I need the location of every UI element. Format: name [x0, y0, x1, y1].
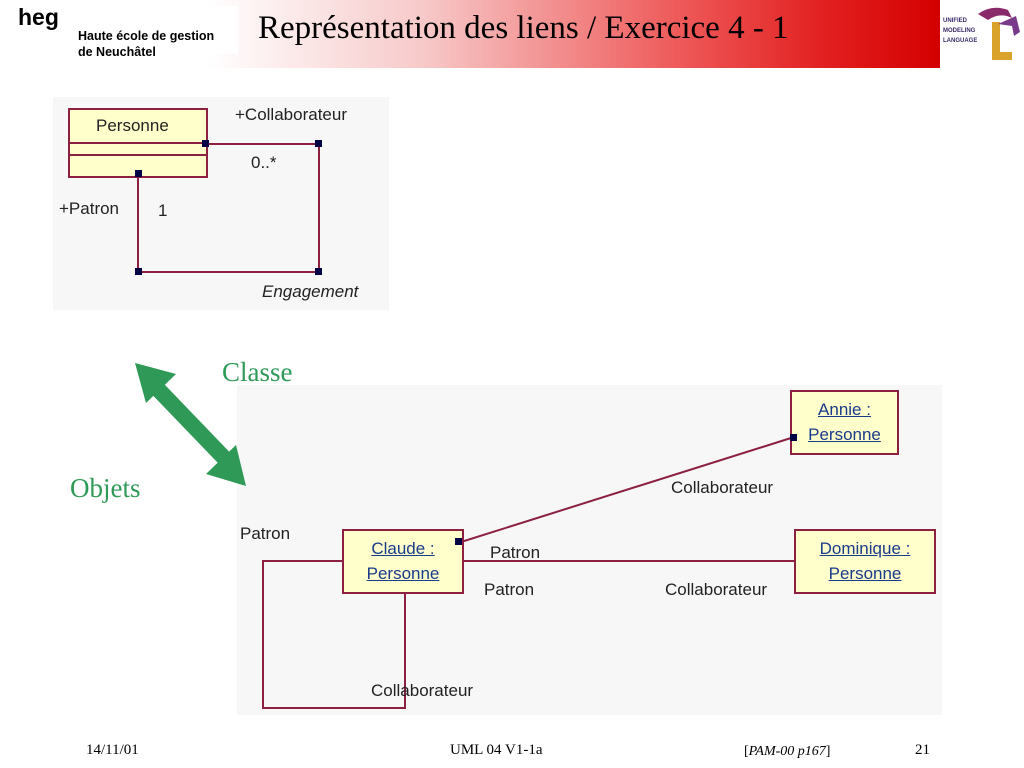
object-annie-class: Personne	[808, 425, 881, 444]
object-annie-text: Annie : Personne	[791, 397, 898, 447]
association-end-marker	[135, 170, 142, 177]
school-name: Haute école de gestion de Neuchâtel	[78, 29, 215, 59]
object-dominique-class: Personne	[828, 564, 902, 583]
object-annie-name: Annie :	[818, 400, 871, 419]
link-end-marker	[790, 434, 797, 441]
green-double-arrow	[135, 363, 246, 486]
label-objets: Objets	[70, 473, 141, 503]
object-claude-class: Personne	[366, 564, 440, 583]
association-bend-marker	[315, 140, 322, 147]
uml-logo-text: UNIFIED MODELING LANGUAGE	[943, 18, 978, 44]
footer-page-number: 21	[915, 742, 930, 758]
association-name-engagement: Engagement	[262, 282, 359, 301]
link-label-self-patron: Patron	[240, 524, 291, 543]
association-bend-marker	[315, 268, 322, 275]
heg-logo	[6, 2, 246, 62]
object-box-annie	[790, 390, 899, 455]
object-dominique-text: Dominique : Personne	[795, 536, 935, 586]
link-label-dominique-patron-top: Patron	[490, 543, 541, 562]
uml-logo-graphic	[942, 2, 1022, 66]
object-dominique-name: Dominique :	[819, 539, 911, 558]
footer-reference: [PAM-00 p167]	[744, 744, 831, 759]
link-label-annie-collaborateur: Collaborateur	[671, 478, 774, 497]
multiplicity-patron: 1	[158, 201, 168, 220]
footer-course: UML 04 V1-1a	[450, 742, 543, 758]
footer-date: 14/11/01	[86, 742, 139, 758]
multiplicity-collaborateur: 0..*	[251, 153, 277, 172]
role-collaborateur: +Collaborateur	[235, 105, 347, 124]
link-claude-self	[262, 560, 406, 709]
link-end-marker	[455, 538, 462, 545]
heg-logo-word: heg	[18, 4, 59, 30]
heg-logo-shape	[8, 6, 238, 54]
link-label-dominique-collaborateur: Collaborateur	[665, 580, 768, 599]
uml-logo	[942, 2, 1022, 66]
object-box-claude	[342, 529, 464, 594]
link-label-dominique-patron-bottom: Patron	[484, 580, 535, 599]
link-claude-annie	[460, 437, 792, 543]
object-claude-text: Claude : Personne	[343, 536, 463, 586]
label-classe: Classe	[222, 357, 293, 387]
slide-title: Représentation des liens / Exercice 4 - …	[258, 10, 789, 46]
object-box-dominique	[794, 529, 936, 594]
class-name-personne: Personne	[96, 116, 169, 135]
association-end-marker	[202, 140, 209, 147]
object-claude-name: Claude :	[371, 539, 435, 558]
footer-reference-text: PAM-00 p167	[748, 744, 826, 759]
role-patron: +Patron	[59, 199, 120, 218]
association-bend-marker	[135, 268, 142, 275]
link-label-self-collaborateur: Collaborateur	[371, 681, 474, 700]
